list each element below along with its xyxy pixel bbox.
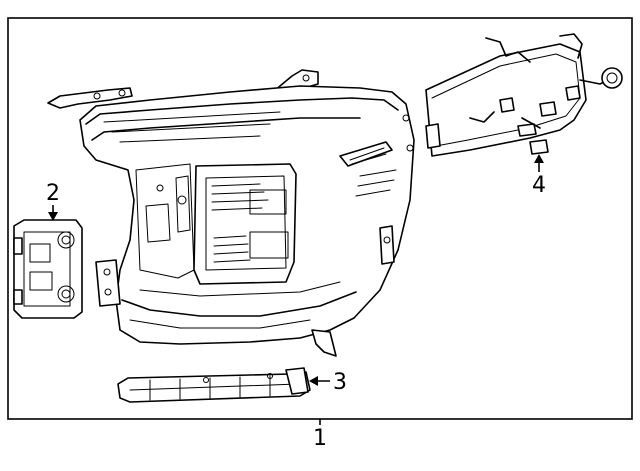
- callout-4-arrowhead: [534, 154, 544, 163]
- headlamp-assembly: [47, 69, 415, 357]
- side-bracket: [13, 219, 83, 319]
- callout-4-label: 4: [532, 173, 546, 198]
- callout-3-label: 3: [333, 370, 347, 395]
- callout-2-label: 2: [46, 181, 60, 206]
- callout-3-arrowhead: [309, 376, 318, 386]
- callout-2: 2: [46, 181, 60, 221]
- callout-3: 3: [309, 370, 347, 395]
- callout-2-arrowhead: [48, 212, 58, 221]
- callout-1: 1: [313, 419, 327, 451]
- callout-4: 4: [532, 154, 546, 198]
- callout-1-label: 1: [313, 426, 327, 451]
- wiring-harness: [425, 33, 623, 157]
- lower-trim-bracket: [117, 367, 311, 403]
